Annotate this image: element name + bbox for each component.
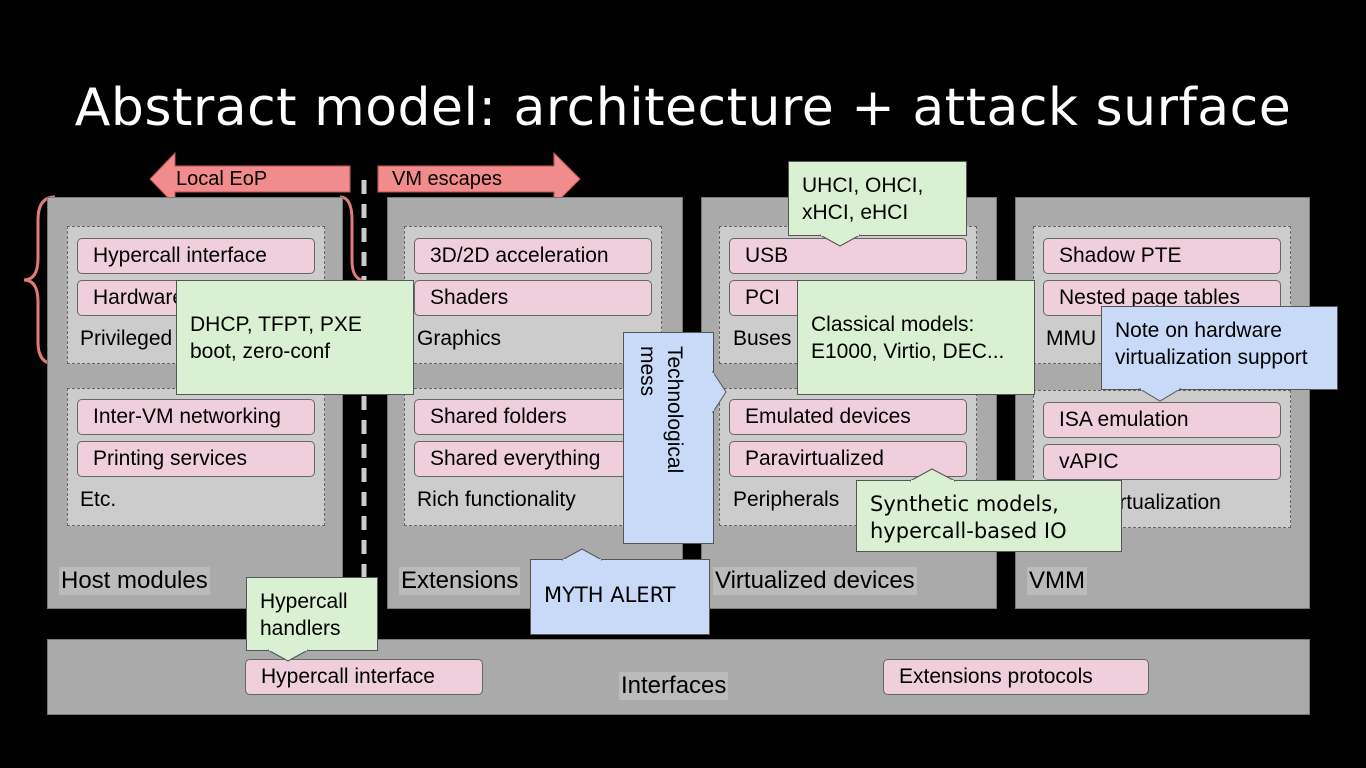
- handlers-line2: handlers: [260, 617, 341, 640]
- hypercall-interface-item: Hypercall interface: [77, 238, 315, 274]
- interface-extensions-protocols-item: Extensions protocols: [883, 659, 1149, 695]
- privileged-label: Privileged: [80, 327, 173, 350]
- vapic-item: vAPIC: [1043, 444, 1281, 480]
- network-boot-callout: DHCP, TFPT, PXE boot, zero-conf: [176, 280, 414, 395]
- buses-label: Buses: [733, 327, 792, 350]
- hypercall-handlers-callout: Hypercall handlers: [246, 577, 378, 651]
- classical-models-callout: Classical models: E1000, Virtio, DEC...: [797, 280, 1035, 395]
- synthetic-models-callout: Synthetic models, hypercall-based IO: [856, 480, 1122, 552]
- handlers-line1: Hypercall: [260, 590, 348, 613]
- inter-vm-networking-item: Inter-VM networking: [77, 399, 315, 435]
- local-eop-arrow-shape: [149, 151, 351, 207]
- shadow-pte-item: Shadow PTE: [1043, 238, 1281, 274]
- isa-emulation-item: ISA emulation: [1043, 402, 1281, 438]
- interfaces-label: Interfaces: [619, 672, 729, 700]
- synthetic-line2: hypercall-based IO: [870, 519, 1067, 543]
- synthetic-line1: Synthetic models,: [870, 492, 1059, 516]
- hw-note-line2: virtualization support: [1115, 346, 1308, 369]
- shared-folders-item: Shared folders: [414, 399, 652, 435]
- slide-title: Abstract model: architecture + attack su…: [74, 78, 1292, 138]
- emulated-devices-item: Emulated devices: [729, 399, 967, 435]
- mmu-label: MMU: [1046, 327, 1097, 350]
- local-eop-label: Local EoP: [176, 168, 268, 190]
- host-modules-label: Host modules: [59, 567, 210, 595]
- usb-controllers-callout: UHCI, OHCI, xHCI, eHCI: [788, 161, 967, 236]
- extensions-label: Extensions: [399, 567, 521, 595]
- shared-everything-item: Shared everything: [414, 441, 652, 477]
- acceleration-item: 3D/2D acceleration: [414, 238, 652, 274]
- myth-alert-callout: MYTH ALERT: [530, 559, 710, 635]
- vm-escapes-arrow-shape: [377, 151, 581, 207]
- peripherals-label: Peripherals: [733, 488, 840, 511]
- privileged-brace-left: [23, 195, 56, 366]
- etc-label: Etc.: [80, 488, 117, 511]
- interface-hypercall-item: Hypercall interface: [245, 659, 483, 695]
- classical-callout-line2: E1000, Virtio, DEC...: [811, 340, 1005, 363]
- shaders-item: Shaders: [414, 280, 652, 316]
- virtualized-devices-label: Virtualized devices: [713, 567, 917, 595]
- hw-note-line1: Note on hardware: [1115, 319, 1282, 342]
- usb-callout-line1: UHCI, OHCI,: [802, 174, 924, 197]
- printing-services-item: Printing services: [77, 441, 315, 477]
- virtualization-label: Virtualization: [1101, 491, 1221, 514]
- classical-callout-line1: Classical models:: [811, 313, 975, 336]
- vm-escapes-label: VM escapes: [392, 168, 503, 190]
- hardware-note-callout: Note on hardware virtualization support: [1101, 306, 1338, 390]
- graphics-label: Graphics: [417, 327, 502, 350]
- dhcp-callout-line1: DHCP, TFPT, PXE: [190, 313, 362, 336]
- technological-mess-callout: [623, 332, 714, 544]
- usb-callout-line2: xHCI, eHCI: [802, 201, 909, 224]
- dhcp-callout-line2: boot, zero-conf: [190, 340, 331, 363]
- rich-functionality-label: Rich functionality: [417, 488, 576, 511]
- vmm-label: VMM: [1027, 567, 1087, 595]
